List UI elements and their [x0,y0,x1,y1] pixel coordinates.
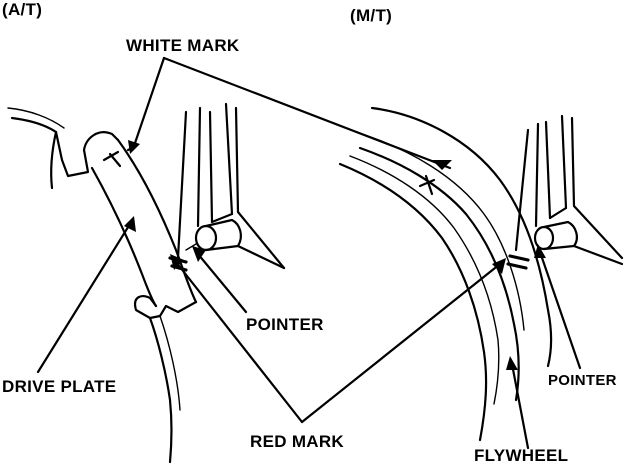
white-mark-tick-3 [418,178,436,188]
leader-pointer-left [196,252,248,314]
leader-flywheel [510,362,530,450]
leader-white-mark-right [162,56,452,170]
leader-red-mark-right [300,262,502,424]
label-red-mark: RED MARK [250,432,344,451]
flywheel-face-edge [338,162,488,442]
leader-drive-plate [36,222,132,374]
leader-red-mark-left [174,260,304,424]
label-mt: (M/T) [350,6,392,25]
plate-notch-bottom [134,295,198,320]
label-drive-plate: DRIVE PLATE [2,377,116,396]
leader-lines [36,56,582,450]
red-mark-tick-right [508,254,530,262]
plate-edge-top [7,107,65,129]
left-pointer-body [194,224,218,252]
label-white-mark: WHITE MARK [126,36,240,55]
left-pointer-housing [176,102,286,270]
right-pointer-housing [514,114,624,266]
flywheel-drawing [338,106,553,442]
plate-inner-curve [90,166,158,308]
drive-plate-drawing [7,107,198,464]
label-pointer-right: POINTER [548,372,617,389]
plate-lower-edge [148,316,173,464]
plate-outer-curve [116,138,198,304]
label-flywheel: FLYWHEEL [474,446,568,464]
label-at: (A/T) [2,0,42,19]
plate-notch-top [54,130,120,178]
leader-white-mark-left [132,56,166,148]
flywheel-inner-rim [358,146,520,402]
label-pointer-left: POINTER [246,315,324,334]
leader-pointer-right [538,250,582,370]
